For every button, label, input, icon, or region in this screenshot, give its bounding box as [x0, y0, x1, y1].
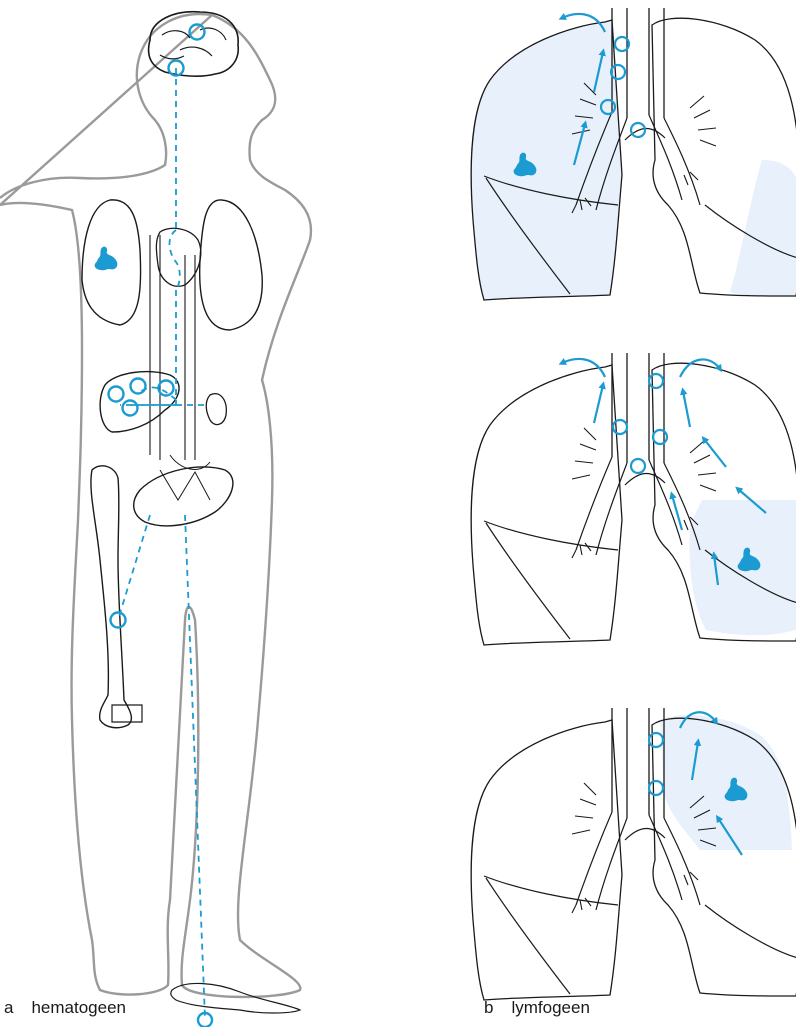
lung-diagram-1	[471, 8, 796, 300]
body-outline	[0, 14, 311, 997]
node-liver-2	[131, 379, 146, 394]
caption-a-letter: a	[4, 998, 13, 1018]
node-kidney-path	[159, 381, 174, 396]
l2-arrow-3	[704, 439, 726, 467]
node-liver-3	[123, 401, 138, 416]
l2-arrow-1	[594, 385, 603, 423]
caption-b-letter: b	[484, 998, 493, 1018]
caption-lymfogeen: b lymfogeen	[484, 998, 590, 1018]
tumor-blob-icon	[95, 247, 118, 271]
panel-a-body	[0, 12, 311, 1027]
lung1-shading	[471, 20, 622, 300]
l2-node-4	[631, 459, 645, 473]
node-femur	[111, 613, 126, 628]
l2-arrow-5	[672, 495, 682, 530]
l3-node-1	[649, 733, 663, 747]
lung-diagram-3	[471, 708, 796, 1000]
panel-b-lungs	[471, 8, 796, 1000]
foot-bones	[171, 983, 300, 1013]
kidney	[206, 394, 226, 425]
femur	[91, 466, 132, 728]
caption-a-text: hematogeen	[31, 998, 126, 1017]
body-right-lung	[200, 200, 263, 330]
caption-b-text: lymfogeen	[511, 998, 589, 1017]
node-liver-1	[109, 387, 124, 402]
lung-diagram-2	[471, 353, 796, 645]
l2-arrow-2	[683, 391, 690, 427]
l2-node-1	[649, 374, 663, 388]
caption-hematogeen: a hematogeen	[4, 998, 126, 1018]
l2-node-2	[613, 420, 627, 434]
l3-node-2	[649, 781, 663, 795]
l2-node-3	[653, 430, 667, 444]
